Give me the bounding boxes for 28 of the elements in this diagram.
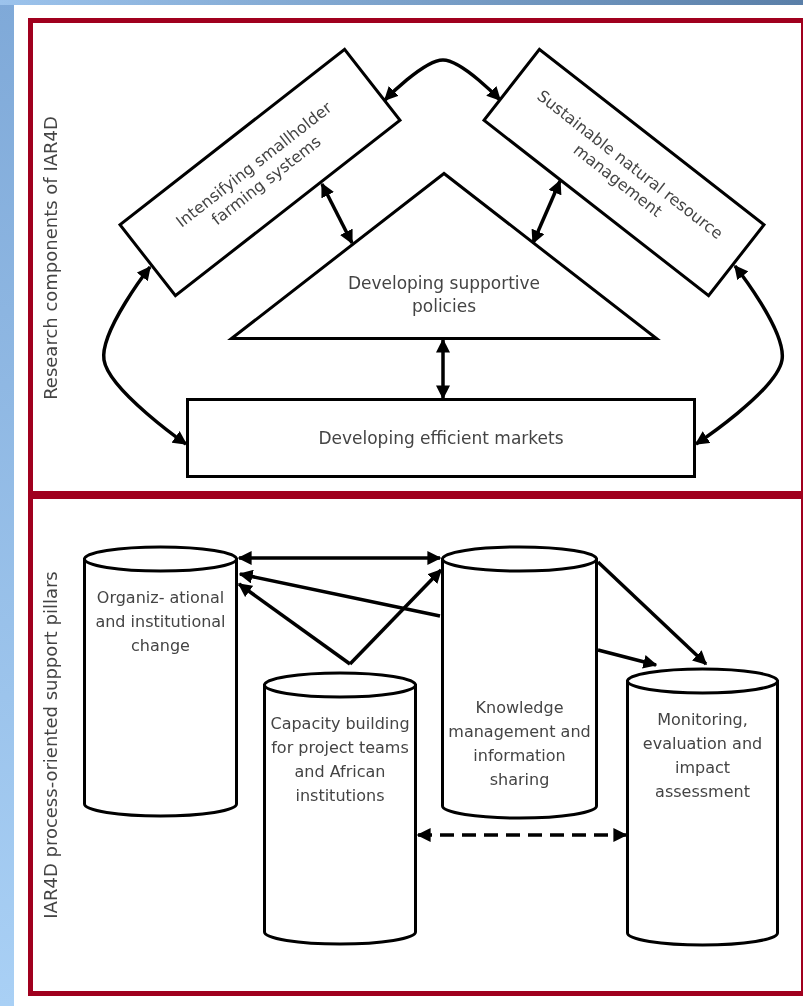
arrow (416, 828, 628, 842)
cylinder-node (263, 672, 417, 944)
panel-heading: IAR4D process-oriented support pillars (39, 571, 61, 919)
arrow (102, 265, 188, 446)
panel-heading: Research components of IAR4D (39, 116, 61, 400)
arrow (531, 179, 562, 245)
cylinder-node (441, 546, 598, 818)
node-label: Developing supportive policies (346, 272, 542, 318)
arrow (238, 569, 441, 618)
panel-frame (28, 18, 803, 496)
arrow (237, 582, 352, 666)
arrow (597, 648, 658, 669)
process-box (186, 398, 696, 478)
node-label: Organiz- ational and institutional change (94, 587, 227, 657)
arrow (383, 58, 502, 102)
cylinder-node (83, 546, 238, 816)
arrow (237, 551, 442, 565)
arrow (596, 560, 708, 666)
arrow (320, 182, 354, 245)
arrow (694, 264, 784, 446)
arrow (436, 338, 450, 400)
cylinder-node (626, 668, 779, 945)
node-label: Capacity building for project teams and African institutions (269, 713, 411, 807)
arrow (348, 568, 443, 666)
node-label: Developing efficient markets (318, 428, 564, 448)
panel-frame (28, 494, 803, 996)
node-label: Monitoring, evaluation and impact assessment (641, 709, 764, 803)
node-label: Knowledge management and information sharing (447, 697, 592, 791)
